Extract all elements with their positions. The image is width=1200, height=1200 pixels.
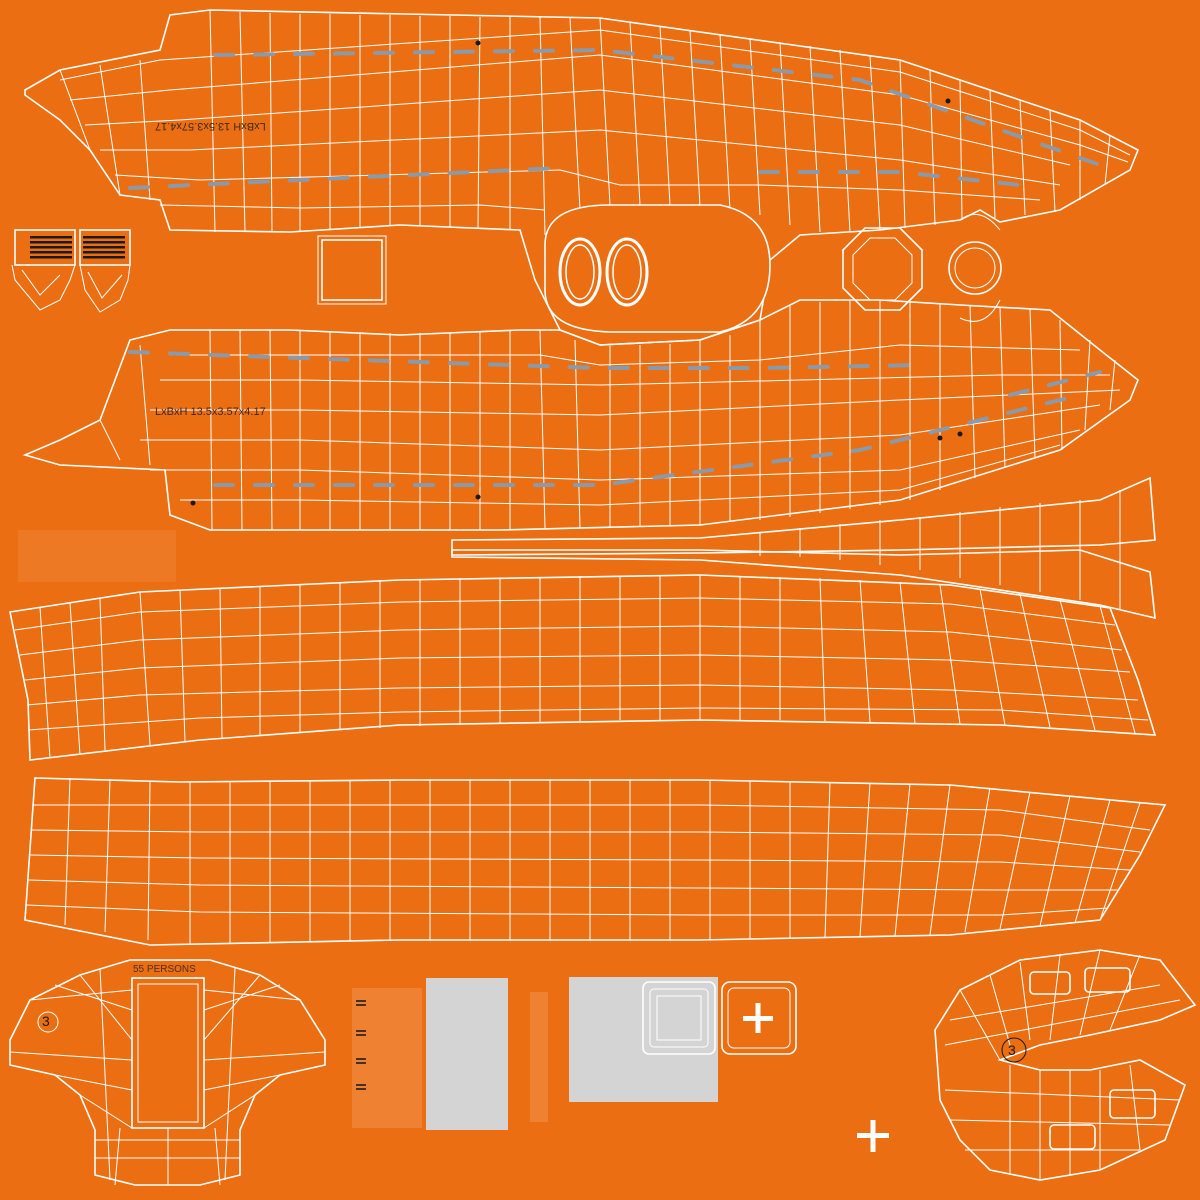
bow-cap <box>934 949 1197 1181</box>
hull-number-right: 3 <box>1008 1042 1016 1058</box>
rear-panel <box>9 959 326 1186</box>
dimensions-label-bottom: LxBxH 13.5x3.57x4.17 <box>155 406 266 418</box>
top-hull-shell <box>22 9 1140 531</box>
side-hull-panel-upper <box>9 574 1157 761</box>
dimensions-label-top: LxBxH 13.5x3.57x4.17 <box>155 120 266 132</box>
hull-number-left: 3 <box>42 1013 50 1029</box>
fender-strips <box>451 476 1156 620</box>
plus-icon <box>721 981 797 1055</box>
hatch-cover <box>642 981 716 1055</box>
plus-icon <box>857 1120 889 1152</box>
capacity-label: 55 PERSONS <box>133 964 196 975</box>
vent-grille-icon <box>11 229 131 313</box>
side-hull-panel-lower <box>24 777 1167 946</box>
